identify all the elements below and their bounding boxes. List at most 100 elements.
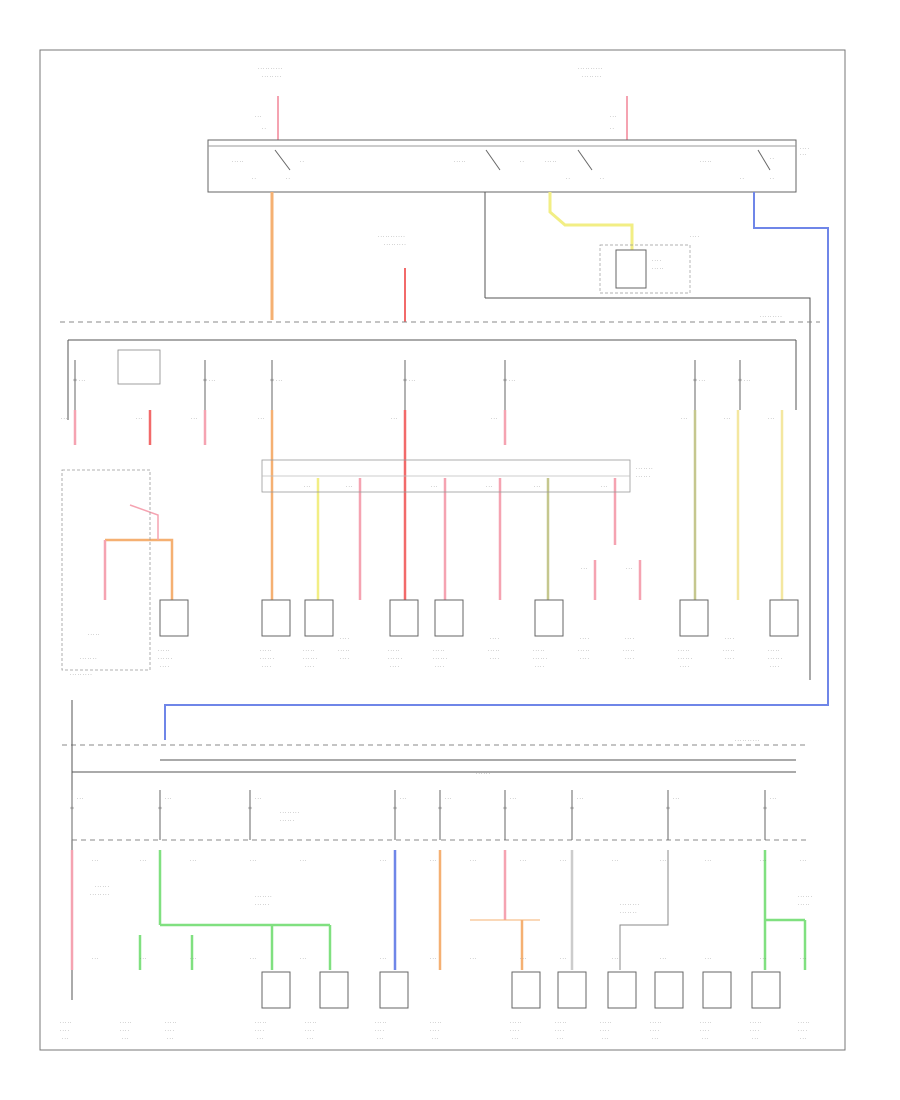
svg-text:· · · ·: · · · ·: [255, 1028, 264, 1033]
svg-text:· · · · · · · ·: · · · · · · · ·: [262, 74, 281, 79]
svg-text:· · ·: · · ·: [430, 858, 436, 863]
svg-text:· ·: · ·: [252, 176, 256, 181]
svg-text:· · · · ·: · · · · ·: [88, 632, 99, 637]
svg-text:· · · · · ·: · · · · · ·: [798, 894, 812, 899]
svg-text:· · ·: · · ·: [601, 484, 607, 489]
svg-text:· · · · · · · · · · ·: · · · · · · · · · · ·: [378, 234, 405, 239]
top-source-right: · · · · · · · · · · · · · · · · · · · · …: [578, 66, 628, 140]
svg-text:· · ·: · · ·: [560, 858, 566, 863]
svg-text:· · · · · · · · ·: · · · · · · · · ·: [70, 672, 92, 677]
wire-gray-return: [485, 297, 811, 680]
svg-text:· · ·: · · ·: [699, 378, 705, 383]
svg-text:· · · · · ·: · · · · · ·: [255, 902, 269, 907]
svg-text:· · ·: · · ·: [377, 1036, 383, 1041]
svg-text:· · ·: · · ·: [702, 1036, 708, 1041]
svg-text:· · · ·: · · · ·: [340, 636, 349, 641]
svg-text:· · · ·: · · · ·: [580, 656, 589, 661]
top-source-left: · · · · · · · · · · · · · · · · · · · · …: [255, 66, 282, 140]
svg-text:· · · · ·: · · · · ·: [652, 266, 663, 271]
svg-text:· · ·: · · ·: [800, 1036, 806, 1041]
svg-text:· · · · · · ·: · · · · · · ·: [620, 910, 637, 915]
svg-text:· · · · · · · ·: · · · · · · · ·: [582, 74, 601, 79]
svg-text:· · ·: · · ·: [673, 796, 679, 801]
svg-text:· · · · ·: · · · · ·: [430, 1020, 441, 1025]
center-feed: · · · · · · · · · · · · · · · · · · · ·: [378, 234, 406, 322]
svg-text:· · · · ·: · · · · ·: [232, 159, 243, 164]
svg-text:· · · · · ·: · · · · · ·: [768, 656, 782, 661]
svg-text:· · · · ·: · · · · ·: [165, 1020, 176, 1025]
svg-text:· · ·: · · ·: [300, 858, 306, 863]
svg-text:· · ·: · · ·: [92, 956, 98, 961]
svg-text:· · · ·: · · · ·: [340, 656, 349, 661]
lower-module-4: [557, 971, 587, 1009]
svg-text:· · ·: · · ·: [510, 796, 516, 801]
svg-text:· · · · ·: · · · · ·: [454, 159, 465, 164]
upper-module-3: [389, 599, 419, 637]
svg-text:· · · ·: · · · ·: [160, 664, 169, 669]
lower-module-8: [751, 971, 781, 1009]
svg-text:· · · · · · · · ·: · · · · · · · · ·: [384, 242, 406, 247]
svg-text:· · ·: · · ·: [190, 858, 196, 863]
svg-text:· · ·: · · ·: [140, 956, 146, 961]
lower-module-2: [379, 971, 409, 1009]
fuse-node-upper-2: [270, 378, 274, 382]
svg-text:· · · · ·: · · · · ·: [60, 1020, 71, 1025]
svg-text:· · · · ·: · · · · ·: [388, 648, 399, 653]
svg-text:· · ·: · · ·: [165, 796, 171, 801]
svg-text:· ·: · ·: [770, 176, 774, 181]
upper-module-4: [434, 599, 464, 637]
svg-text:· · · · · ·: · · · · · ·: [433, 656, 447, 661]
svg-text:· · ·: · · ·: [520, 956, 526, 961]
svg-text:· · · ·: · · · ·: [555, 1028, 564, 1033]
svg-text:· · ·: · · ·: [191, 416, 197, 421]
svg-text:· · ·: · · ·: [652, 1036, 658, 1041]
fuse-node-lower-4: [438, 806, 442, 810]
svg-text:· · · · · ·: · · · · · ·: [158, 656, 172, 661]
svg-text:· · ·: · · ·: [255, 114, 261, 119]
svg-text:· ·: · ·: [262, 126, 266, 131]
svg-text:· · · · ·: · · · · ·: [768, 648, 779, 653]
svg-text:· · ·: · · ·: [257, 1036, 263, 1041]
svg-text:· · ·: · · ·: [626, 566, 632, 571]
svg-text:· · · ·: · · · ·: [490, 656, 499, 661]
svg-text:· · · ·: · · · ·: [650, 1028, 659, 1033]
svg-text:· · ·: · · ·: [724, 416, 730, 421]
svg-text:· · · · · · · · · ·: · · · · · · · · · ·: [258, 66, 282, 71]
svg-text:· · · · ·: · · · · ·: [798, 1020, 809, 1025]
svg-text:· · ·: · · ·: [660, 858, 666, 863]
svg-text:· · ·: · · ·: [577, 796, 583, 801]
svg-text:· · ·: · · ·: [705, 956, 711, 961]
svg-text:· · · · · · · · ·: · · · · · · · · ·: [760, 314, 782, 319]
svg-text:· · · · ·: · · · · ·: [798, 902, 809, 907]
svg-text:· · · ·: · · · ·: [600, 1028, 609, 1033]
svg-text:· · ·: · · ·: [61, 416, 67, 421]
svg-text:· · ·: · · ·: [612, 858, 618, 863]
svg-text:· · · ·: · · · ·: [490, 636, 499, 641]
svg-text:· · · · ·: · · · · ·: [678, 648, 689, 653]
fuse-node-upper-6: [738, 378, 742, 382]
fuse-node-lower-1: [158, 806, 162, 810]
svg-text:· · · · ·: · · · · ·: [158, 648, 169, 653]
upper-module-6: [679, 599, 709, 637]
svg-text:· · · · ·: · · · · ·: [303, 648, 314, 653]
svg-text:· · ·: · · ·: [509, 378, 515, 383]
svg-text:· · · ·: · · · ·: [390, 664, 399, 669]
svg-text:· ·: · ·: [520, 159, 524, 164]
upper-wire-orange-bend: [105, 538, 174, 600]
upper-module-2: [304, 599, 334, 637]
svg-text:· · · · ·: · · · · ·: [650, 1020, 661, 1025]
lower-module-7: [702, 971, 732, 1009]
lower-module-3: [511, 971, 541, 1009]
svg-text:· · ·: · · ·: [470, 956, 476, 961]
svg-text:· · ·: · · ·: [400, 796, 406, 801]
svg-text:· · ·: · · ·: [660, 956, 666, 961]
fuse-node-upper-4: [503, 378, 507, 382]
svg-text:· · ·: · · ·: [346, 484, 352, 489]
svg-text:· · · ·: · · · ·: [580, 636, 589, 641]
svg-text:· · ·: · · ·: [391, 416, 397, 421]
svg-text:· · · · · ·: · · · · · ·: [476, 771, 490, 776]
svg-text:· · · · · ·: · · · · · ·: [280, 818, 294, 823]
svg-text:· · · · ·: · · · · ·: [120, 1020, 131, 1025]
svg-text:· · · · · ·: · · · · · ·: [303, 656, 317, 661]
upper-module-wires: · · ·· · ·· · ·· · ·· · ·· · ·· · ·· · ·…: [61, 410, 784, 600]
